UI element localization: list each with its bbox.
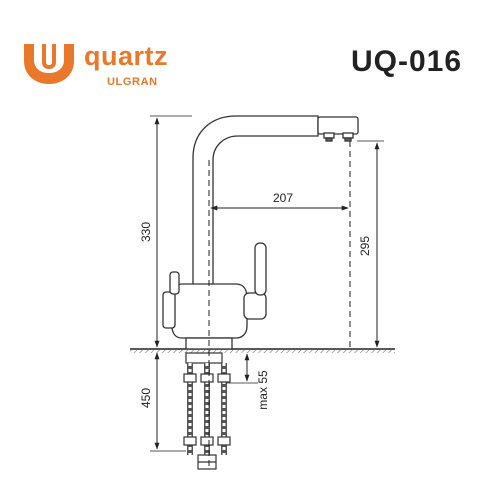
supply-hoses	[183, 352, 231, 470]
dimension-shank-length: max 55	[226, 353, 270, 410]
dimension-spout-height: 295	[357, 140, 384, 348]
countertop	[130, 348, 395, 353]
brand-name: quartz	[84, 41, 168, 71]
header: quartz ULGRAN UQ-016	[0, 0, 500, 100]
dimension-label-height-total: 330	[139, 222, 153, 242]
dimension-label-spout-reach: 207	[273, 191, 293, 205]
center-lines	[208, 141, 351, 470]
faucet-body	[162, 115, 359, 350]
dimension-spout-reach: 207	[210, 191, 349, 211]
model-number: UQ-016	[350, 45, 462, 78]
dimension-hose-length: 450	[139, 352, 186, 452]
dimension-height-total: 330	[139, 115, 192, 348]
technical-drawing: 330 207 295 450 max 55	[130, 115, 395, 470]
dimension-label-spout-height: 295	[358, 236, 372, 256]
brand-sub: ULGRAN	[107, 76, 158, 88]
dimension-label-shank-length: max 55	[256, 370, 270, 410]
ulgran-u-logo-icon	[24, 44, 74, 84]
dimension-label-hose-length: 450	[139, 388, 153, 408]
